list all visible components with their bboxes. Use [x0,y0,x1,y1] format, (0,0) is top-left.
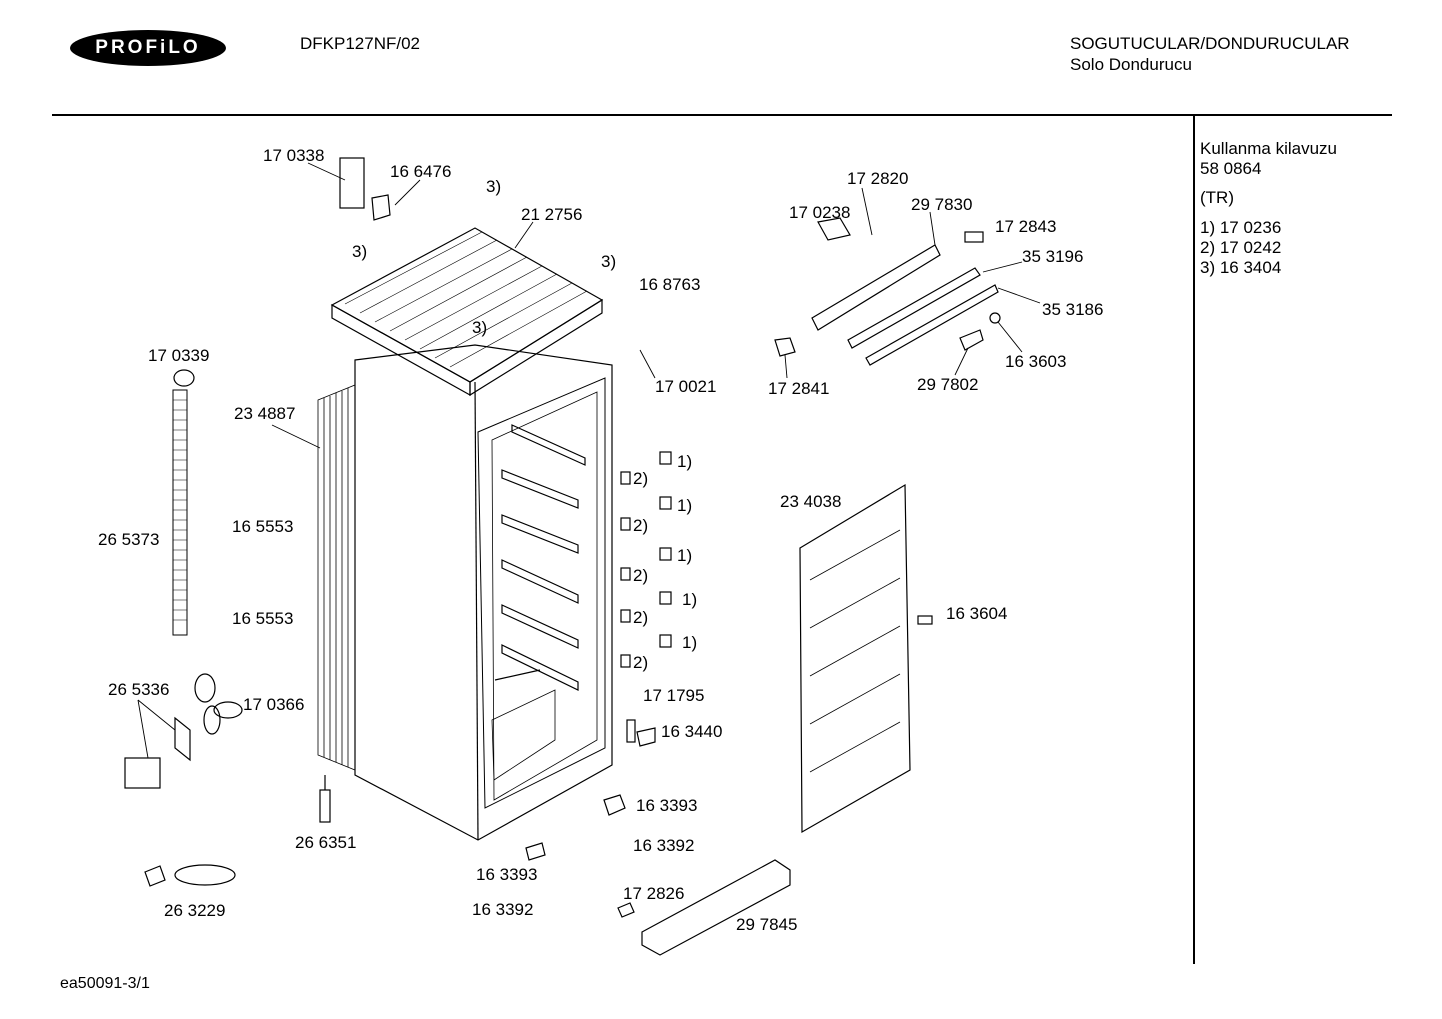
kick-plate [617,859,791,956]
callout-label: 16 3392 [633,836,695,855]
callout-label: 1) [677,546,693,565]
freezer-cabinet [354,344,613,841]
callout-label: 16 3603 [1005,352,1067,371]
brand-logo: PROFiLO [70,30,226,66]
callout-label: 17 2841 [768,379,830,398]
callout-label: 17 2826 [623,884,685,903]
manual-number: 58 0864 [1200,159,1262,178]
callout-label: 16 3604 [946,604,1008,623]
callout-label: 26 5336 [108,680,170,699]
callout-label: 3) [486,177,502,196]
callout-label: 16 3393 [476,865,538,884]
fan-motor [124,716,191,789]
callout-label: 1) [682,590,698,609]
callout-label: 1) [682,633,698,652]
callout-label: 3) [601,252,617,271]
callout-label: 17 2820 [847,169,909,188]
capillary-filter [319,775,331,823]
drain-hose [172,369,195,636]
footnote-3: 3) 16 3404 [1200,258,1282,277]
callout-label: 3) [352,242,368,261]
callout-label: 29 7845 [736,915,798,934]
back-panel [799,483,933,834]
callout-label: 17 1795 [643,686,705,705]
callout-label: 17 0366 [243,695,305,714]
callout-label: 26 6351 [295,833,357,852]
callout-label: 17 0339 [148,346,210,365]
callout-label: 1) [677,452,693,471]
category-title: SOGUTUCULAR/DONDURUCULAR [1070,34,1350,53]
callout-label: 23 4038 [780,492,842,511]
callout-label: 2) [633,516,649,535]
callout-label: 29 7830 [911,195,973,214]
callout-label: 16 5553 [232,609,294,628]
footnote-2: 2) 17 0242 [1200,238,1282,257]
manual-label: Kullanma kilavuzu [1200,139,1338,158]
callout-label: 16 3393 [636,796,698,815]
freezer-top-lid [330,227,604,397]
condenser-coil [317,384,356,771]
language-code: (TR) [1200,188,1234,207]
feet-and-clips [525,719,656,861]
callout-label: 35 3196 [1022,247,1084,266]
callout-label: 17 0238 [789,203,851,222]
subcategory-title: Solo Dondurucu [1070,55,1192,74]
drawer-rails [501,424,586,691]
shelf-clips [620,451,672,668]
callout-label: 23 4887 [234,404,296,423]
callout-label: 16 3440 [661,722,723,741]
callout-label: 16 3392 [472,900,534,919]
footnote-1: 1) 17 0236 [1200,218,1282,237]
model-number: DFKP127NF/02 [300,34,420,53]
document-code: ea50091-3/1 [60,975,150,992]
callout-label: 16 8763 [639,275,701,294]
callout-label: 3) [472,318,488,337]
callout-label: 17 2843 [995,217,1057,236]
callout-label: 17 0021 [655,377,717,396]
callout-label: 1) [677,496,693,515]
callout-label: 29 7802 [917,375,979,394]
side-panel-divider [1193,116,1195,964]
fan-blade [194,673,243,735]
callout-label: 21 2756 [521,205,583,224]
callout-label: 16 6476 [390,162,452,181]
callout-label: 2) [633,566,649,585]
power-cord [144,864,236,887]
brand-logo-text: PROFiLO [95,37,201,58]
thermostat [339,157,391,221]
control-panel [774,217,1001,366]
leader-lines [137,162,1041,759]
callout-label: 35 3186 [1042,300,1104,319]
callout-label: 2) [633,608,649,627]
callout-label: 26 3229 [164,901,226,920]
header-divider [52,114,1392,116]
callout-label: 2) [633,653,649,672]
callout-label: 26 5373 [98,530,160,549]
callout-label: 2) [633,469,649,488]
callout-label: 16 5553 [232,517,294,536]
callout-label: 17 0338 [263,146,325,165]
